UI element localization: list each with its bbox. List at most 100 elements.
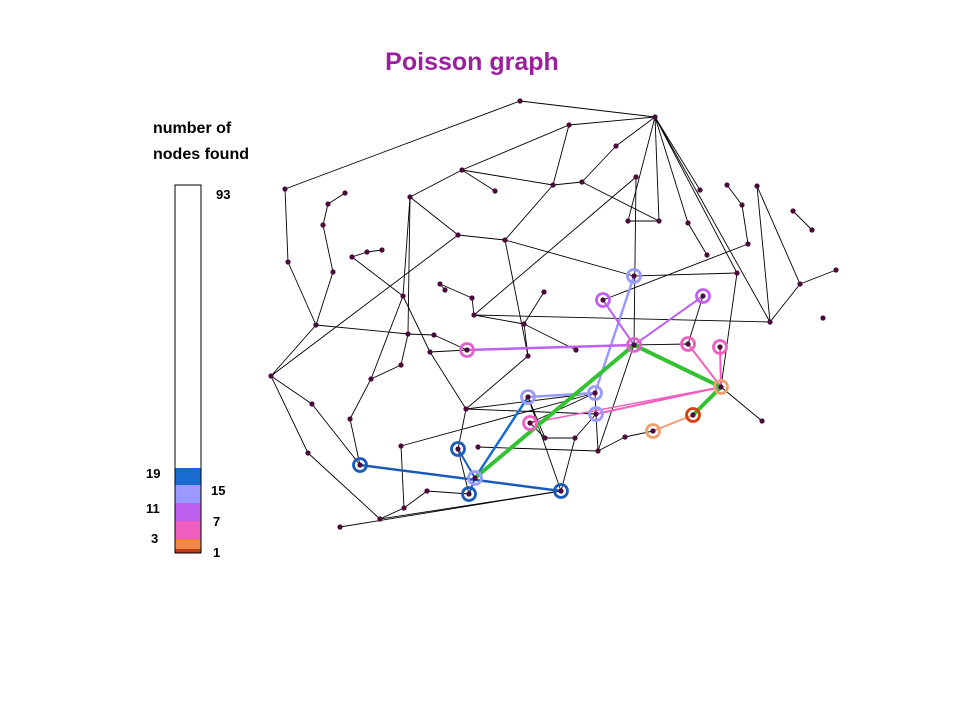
graph-edge xyxy=(465,355,529,410)
graph-edge xyxy=(349,378,372,420)
graph-edge xyxy=(633,343,689,346)
visited-node-ring xyxy=(712,339,728,355)
graph-edge xyxy=(560,437,576,492)
graph-node xyxy=(833,267,839,273)
tick-top: 93 xyxy=(216,187,230,202)
graph-node xyxy=(631,273,637,279)
tick-right-3: 1 xyxy=(213,545,220,560)
graph-node xyxy=(797,281,803,287)
graph-node xyxy=(400,293,406,299)
search-edges xyxy=(358,274,723,495)
graph-edge xyxy=(633,176,637,346)
graph-node xyxy=(809,227,815,233)
tick-left-3: 3 xyxy=(151,531,158,546)
graph-edge xyxy=(409,169,463,198)
graph-edge xyxy=(633,272,738,277)
visited-node-ring xyxy=(645,423,661,439)
graph-edge xyxy=(270,324,317,377)
graph-edge xyxy=(322,203,329,226)
search-edge xyxy=(526,391,597,399)
visited-node-ring xyxy=(352,457,368,473)
graph-edge xyxy=(654,116,660,222)
graph-edge xyxy=(339,490,562,528)
graph-edge xyxy=(523,323,529,357)
search-edge xyxy=(633,295,704,346)
graph-edge xyxy=(351,251,368,258)
tick-right-1: 15 xyxy=(211,483,225,498)
graph-node xyxy=(309,401,315,407)
legend-label-line2: nodes found xyxy=(153,146,249,163)
graph-node xyxy=(754,183,760,189)
graph-node xyxy=(697,187,703,193)
graph-edge xyxy=(311,403,361,466)
graph-nodes xyxy=(268,98,839,530)
graph-node xyxy=(469,295,475,301)
graph-edge xyxy=(403,490,428,509)
graph-edge xyxy=(581,181,660,222)
graph-node xyxy=(472,475,478,481)
search-edge xyxy=(473,343,636,480)
search-edge xyxy=(602,299,635,346)
graph-node xyxy=(633,174,639,180)
graph-edge xyxy=(322,224,334,273)
graph-edge xyxy=(461,169,554,186)
graph-edge xyxy=(407,333,435,336)
graph-edge xyxy=(720,386,763,422)
graph-node xyxy=(285,259,291,265)
graph-edge xyxy=(529,392,596,424)
graph-edge xyxy=(523,291,545,325)
graph-node xyxy=(349,254,355,260)
visited-node-ring xyxy=(713,379,729,395)
graph-edge xyxy=(270,375,309,454)
graph-node xyxy=(320,222,326,228)
graph-node xyxy=(759,418,765,424)
graph-edge xyxy=(529,422,546,439)
graph-edge xyxy=(284,188,289,263)
graph-edge xyxy=(287,261,317,326)
graph-node xyxy=(724,182,730,188)
graph-node xyxy=(492,188,498,194)
graph-node xyxy=(592,390,598,396)
graph-edge xyxy=(581,145,617,183)
graph-edge xyxy=(284,100,521,190)
graph-edge xyxy=(400,333,409,366)
graph-edge xyxy=(504,184,554,241)
graph-edge xyxy=(270,234,459,377)
graph-node xyxy=(475,444,481,450)
search-edge xyxy=(468,477,476,495)
graph-edge xyxy=(552,181,583,186)
graph-node xyxy=(431,332,437,338)
search-edge xyxy=(473,395,530,480)
graph-edge xyxy=(741,204,749,245)
visited-node-ring xyxy=(461,486,477,502)
visited-node-ring xyxy=(467,470,483,486)
graph-edge xyxy=(654,116,738,274)
search-edge xyxy=(687,343,722,388)
graph-edge xyxy=(327,192,346,205)
graph-edge xyxy=(720,272,738,388)
graph-node xyxy=(652,114,658,120)
graph-edge xyxy=(627,116,656,222)
graph-node xyxy=(572,435,578,441)
graph-node xyxy=(398,443,404,449)
graph-edge xyxy=(473,314,525,325)
graph-node xyxy=(282,186,288,192)
graph-node xyxy=(464,347,470,353)
graph-edge xyxy=(370,364,402,380)
color-band-7 xyxy=(175,185,201,468)
graph-node xyxy=(704,252,710,258)
visited-node-ring xyxy=(587,385,603,401)
graph-edge xyxy=(409,196,459,236)
graph-node xyxy=(739,202,745,208)
graph-edge xyxy=(400,392,596,447)
graph-edge xyxy=(461,169,496,192)
visited-node-ring xyxy=(595,292,611,308)
graph-edge xyxy=(379,507,405,520)
color-scale-bar xyxy=(174,184,202,554)
graph-edge xyxy=(519,100,656,118)
search-edge xyxy=(457,448,476,479)
visited-node-ring xyxy=(522,415,538,431)
graph-edge xyxy=(654,116,689,224)
color-band-4 xyxy=(175,503,201,521)
visited-node-rings xyxy=(352,268,729,502)
